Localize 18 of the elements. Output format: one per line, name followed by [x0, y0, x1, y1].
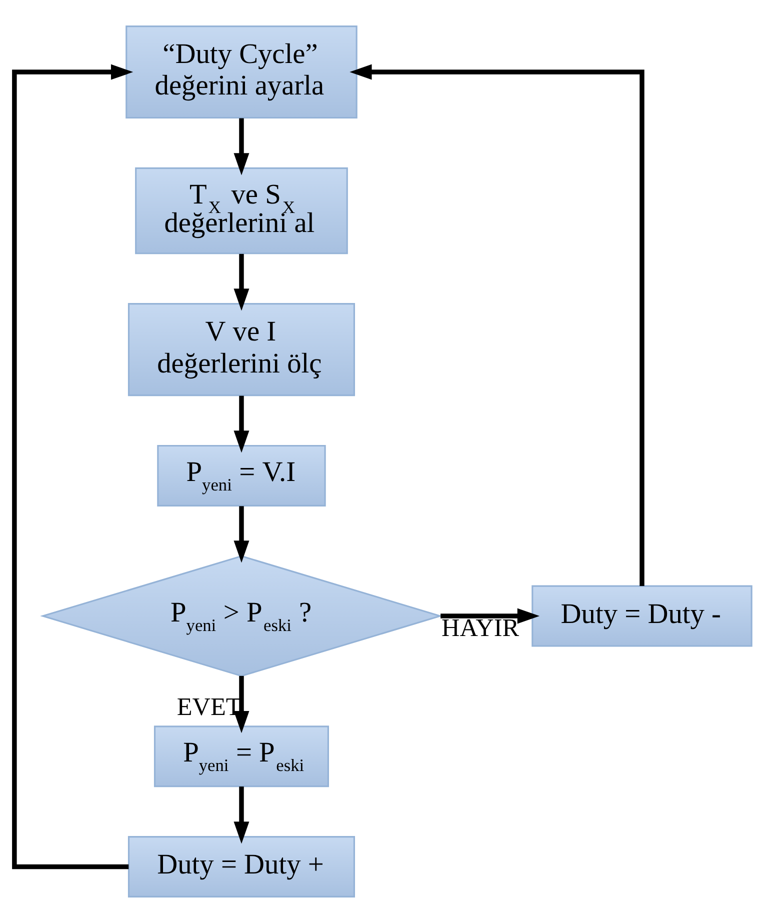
node-box: Duty = Duty +: [128, 835, 356, 897]
arrow: [12, 64, 134, 869]
arrow: [440, 608, 540, 624]
node-box: P$_{yeni}$ = P$_{eski}$: [154, 725, 329, 787]
node-diamond: P$_{yeni}$ > P$_{eski}$ ?: [40, 554, 443, 676]
arrow: [234, 675, 250, 733]
node-box: T$_{X}$ ve S$_{X}$ değerlerini al: [135, 166, 348, 254]
arrow: [350, 64, 644, 586]
node-box: V ve I değerlerini ölç: [128, 302, 356, 396]
node-box: Duty = Duty -: [532, 584, 752, 646]
arrow: [234, 253, 250, 310]
arrow: [234, 786, 250, 844]
arrow: [234, 118, 250, 175]
node-box: “Duty Cycle” değerini ayarla: [126, 25, 358, 118]
arrow: [234, 395, 250, 452]
node-box: P$_{yeni}$ = V.I: [157, 444, 326, 506]
edge-label: HAYIR: [442, 614, 520, 642]
arrow: [234, 506, 250, 562]
